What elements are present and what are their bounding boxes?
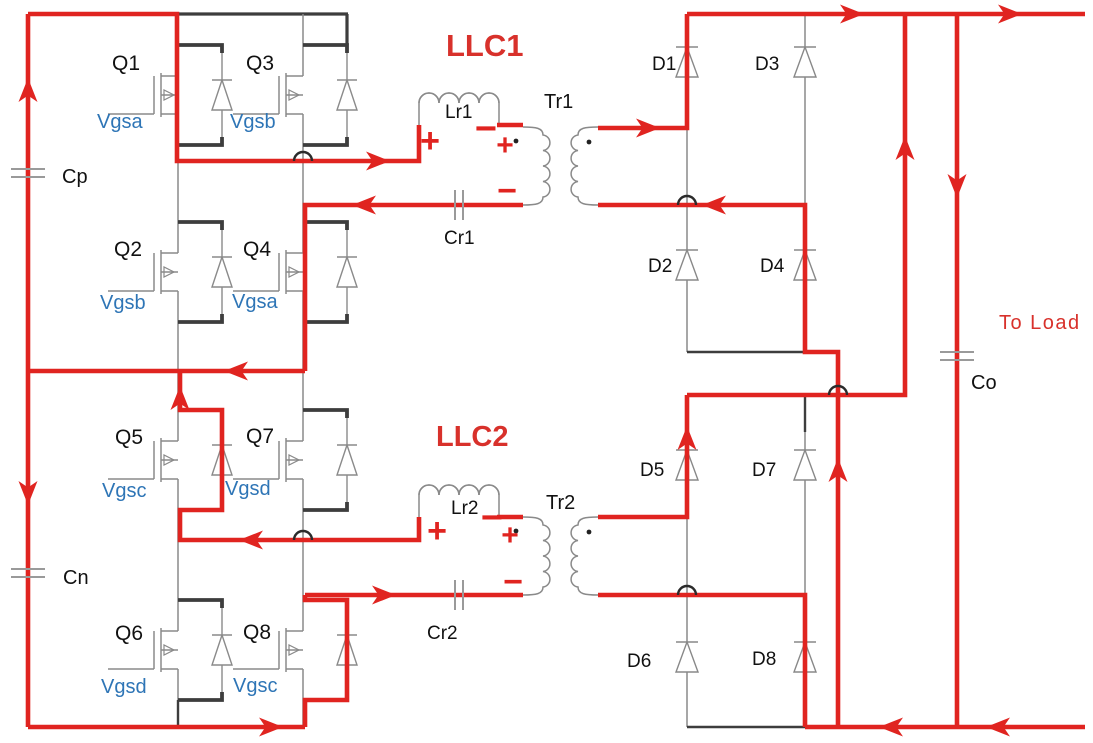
label-d8: D8 — [752, 649, 776, 670]
current-q1-to-lr1 — [28, 11, 422, 164]
diode-d3 — [793, 46, 817, 78]
label-cr1: Cr1 — [444, 228, 475, 249]
current-sec1-bottom-d4 — [598, 202, 841, 727]
label-cp: Cp — [62, 166, 88, 188]
label-lr1: Lr1 — [445, 102, 472, 123]
label-d6: D6 — [627, 651, 651, 672]
label-d4: D4 — [760, 256, 785, 277]
label-q8: Q8 — [243, 621, 271, 644]
polarity-lr2-minus: − — [481, 497, 503, 539]
polarity-lr2-plus: + — [427, 512, 447, 550]
gate-label-q3: Vgsb — [230, 111, 276, 133]
current-q5-bodydiode-lr2 — [177, 371, 422, 543]
label-layer: Q1 Q2 Q3 Q4 Q5 Q6 Q7 Q8 Vgsa Vgsb Vgsb V… — [62, 28, 1081, 698]
gate-label-q5: Vgsc — [102, 480, 146, 502]
diode-d6 — [675, 641, 699, 673]
polarity-lr1-minus: − — [475, 108, 497, 150]
polarity-lr1-plus: + — [420, 122, 440, 160]
label-q6: Q6 — [115, 622, 143, 645]
label-d7: D7 — [752, 460, 776, 481]
gate-label-q2: Vgsb — [100, 292, 146, 314]
label-d1: D1 — [652, 54, 676, 75]
label-q7: Q7 — [246, 425, 274, 448]
label-q5: Q5 — [115, 426, 143, 449]
current-q8-bodydiode — [302, 595, 350, 727]
label-tr2: Tr2 — [546, 492, 575, 514]
label-q1: Q1 — [112, 52, 140, 75]
diode-d2 — [675, 249, 699, 281]
polarity-tr1-minus: − — [497, 172, 517, 210]
polarity-tr1-plus: + — [496, 129, 514, 162]
label-d3: D3 — [755, 54, 779, 75]
gate-label-q7: Vgsd — [225, 478, 271, 500]
polarity-tr2-minus: − — [503, 563, 523, 601]
label-q4: Q4 — [243, 238, 271, 261]
label-tr1: Tr1 — [544, 91, 573, 113]
gate-label-q6: Vgsd — [101, 676, 147, 698]
label-q2: Q2 — [114, 238, 142, 261]
current-sec2-top-d5 — [598, 395, 690, 520]
current-sec2-bottom-d8 — [598, 592, 808, 727]
current-sec1-top-d1 — [598, 14, 690, 131]
rectifier-branches — [686, 14, 806, 727]
label-lr2: Lr2 — [451, 498, 478, 519]
label-d2: D2 — [648, 256, 672, 277]
polarity-tr2-plus: + — [501, 519, 519, 552]
label-q3: Q3 — [246, 52, 274, 75]
current-cr1-return-q4 — [302, 202, 523, 371]
transformer-tr2 — [512, 516, 599, 596]
transformer-tr1 — [512, 126, 599, 206]
gate-label-q8: Vgsc — [233, 675, 277, 697]
hop-layer — [292, 150, 849, 597]
gate-label-q4: Vgsa — [232, 291, 278, 313]
gate-label-q1: Vgsa — [97, 111, 143, 133]
llc1-title: LLC1 — [446, 28, 524, 63]
label-co: Co — [971, 372, 997, 394]
llc2-title: LLC2 — [436, 421, 509, 453]
label-cn: Cn — [63, 567, 89, 589]
to-load-label: To Load — [999, 312, 1081, 334]
label-d5: D5 — [640, 460, 664, 481]
diode-d7 — [793, 449, 817, 481]
current-path-layer — [25, 11, 1085, 730]
label-cr2: Cr2 — [427, 623, 458, 644]
